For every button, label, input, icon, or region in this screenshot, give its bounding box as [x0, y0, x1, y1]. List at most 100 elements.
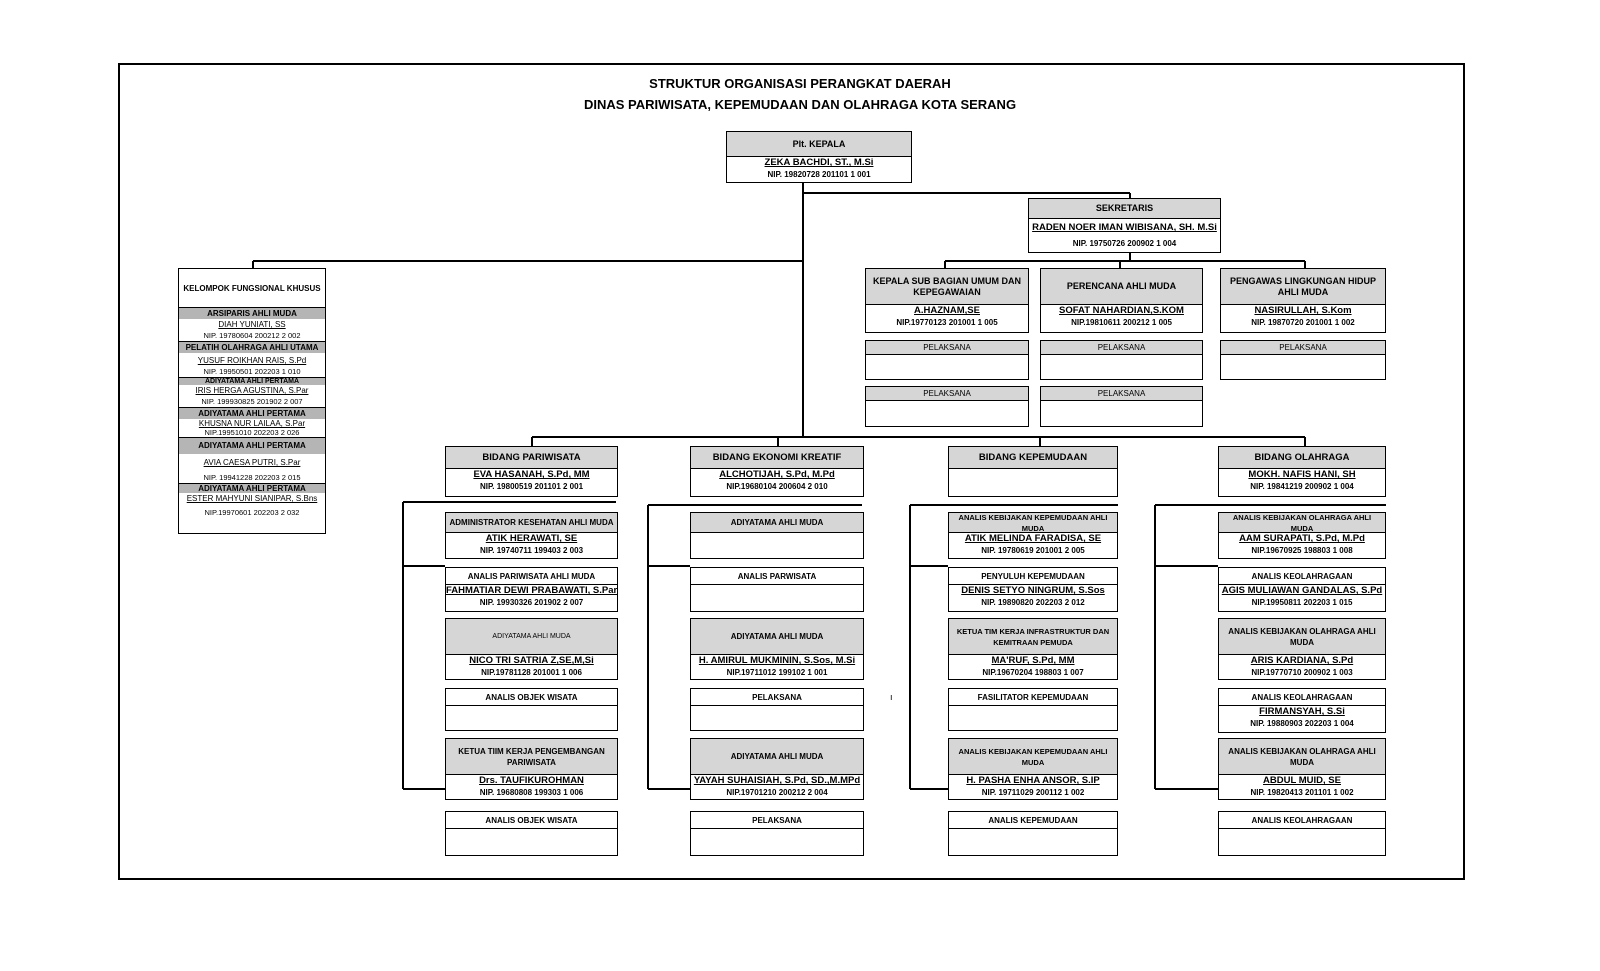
jabatan-title: ANALIS PARIWISATA AHLI MUDA	[446, 568, 617, 585]
pelaksana-label: PELAKSANA	[866, 341, 1028, 355]
fungsional-item-nip: NIP. 199930825 201902 2 007	[201, 397, 303, 406]
bidang-name: EVA HASANAH, S.Pd, MM	[473, 469, 590, 480]
jabatan-title: ANALIS KEBIJAKAN KEPEMUDAAN AHLI MUDA	[949, 513, 1117, 533]
fungsional-item-nip: NIP.19951010 202203 2 026	[204, 428, 300, 437]
jabatan-box: KETUA TIIM KERJA PENGEMBANGAN PARIWISATA…	[445, 738, 618, 800]
jabatan-name: H. AMIRUL MUKMININ, S.Sos, M.Si	[698, 655, 856, 666]
jabatan-title: ANALIS KEBIJAKAN KEPEMUDAAN AHLI MUDA	[949, 739, 1117, 775]
fungsional-item: PELATIH OLAHRAGA AHLI UTAMA YUSUF ROIKHA…	[179, 341, 325, 377]
jabatan-title: KETUA TIIM KERJA PENGEMBANGAN PARIWISATA	[446, 739, 617, 775]
jabatan-name: DENIS SETYO NINGRUM, S.Sos	[961, 585, 1105, 596]
fungsional-item-nip: NIP.19970601 202203 2 032	[204, 508, 300, 517]
jabatan-box: PELAKSANA	[690, 811, 864, 856]
jabatan-box: PENYULUH KEPEMUDAAN DENIS SETYO NINGRUM,…	[948, 567, 1118, 612]
jabatan-nip: NIP.19770710 200902 1 003	[1251, 668, 1353, 677]
jabatan-title: PENYULUH KEPEMUDAAN	[949, 568, 1117, 585]
bidang-title: BIDANG KEPEMUDAAN	[949, 447, 1117, 469]
jabatan-title: ANALIS KEBIJAKAN OLAHRAGA AHLI MUDA	[1219, 619, 1385, 655]
bidang-title: BIDANG EKONOMI KREATIF	[691, 447, 863, 469]
jabatan-name: ABDUL MUID, SE	[1263, 775, 1341, 786]
jabatan-name: FIRMANSYAH, S.Si	[1259, 706, 1345, 717]
perencana-box: PERENCANA AHLI MUDA SOFAT NAHARDIAN,S.KO…	[1040, 268, 1203, 333]
fungsional-item: ADIYATAMA AHLI PERTAMA KHUSNA NUR LAILAA…	[179, 407, 325, 437]
jabatan-title: ANALIS OBJEK WISATA	[446, 689, 617, 706]
fungsional-item-nip: NIP. 19950501 202203 1 010	[203, 367, 301, 376]
bidang-kepemudaan-box: BIDANG KEPEMUDAAN	[948, 446, 1118, 497]
perencana-nip: NIP.19810611 200212 1 005	[1071, 318, 1172, 327]
umum-title: KEPALA SUB BAGIAN UMUM DAN KEPEGAWAIAN	[866, 269, 1028, 305]
jabatan-title: ADIYATAMA AHLI MUDA	[691, 513, 863, 533]
fungsional-item-title: PELATIH OLAHRAGA AHLI UTAMA	[179, 342, 325, 353]
jabatan-box: ANALIS KEOLAHRAGAAN	[1218, 811, 1386, 856]
jabatan-name: ARIS KARDIANA, S.Pd	[1250, 655, 1354, 666]
jabatan-nip: NIP.19701210 200212 2 004	[726, 788, 828, 797]
perencana-pelaksana-1: PELAKSANA	[1040, 340, 1203, 380]
kepala-box: Plt. KEPALA ZEKA BACHDI, ST., M.Si NIP. …	[726, 131, 912, 183]
jabatan-title: ADIYATAMA AHLI MUDA	[446, 619, 617, 655]
jabatan-box: KETUA TIM KERJA INFRASTRUKTUR DAN KEMITR…	[948, 618, 1118, 680]
pelaksana-label: PELAKSANA	[866, 387, 1028, 401]
jabatan-title: PELAKSANA	[691, 689, 863, 706]
kepala-title: Plt. KEPALA	[727, 132, 911, 157]
jabatan-box: ADMINISTRATOR KESEHATAN AHLI MUDA ATIK H…	[445, 512, 618, 559]
umum-pelaksana-2: PELAKSANA	[865, 386, 1029, 427]
pengawas-box: PENGAWAS LINGKUNGAN HIDUP AHLI MUDA NASI…	[1220, 268, 1386, 333]
jabatan-box: ANALIS KEOLAHRAGAAN AGIS MULIAWAN GANDAL…	[1218, 567, 1386, 612]
jabatan-name: AGIS MULIAWAN GANDALAS, S.Pd	[1221, 585, 1383, 596]
jabatan-title: ANALIS KEBIJAKAN OLAHRAGA AHLI MUDA	[1219, 739, 1385, 775]
jabatan-nip: NIP. 19820413 201101 1 002	[1250, 788, 1354, 797]
fungsional-item-title: ARSIPARIS AHLI MUDA	[179, 308, 325, 319]
jabatan-box: ANALIS KEBIJAKAN OLAHRAGA AHLI MUDA ARIS…	[1218, 618, 1386, 680]
jabatan-title: ANALIS KEOLAHRAGAAN	[1219, 812, 1385, 829]
jabatan-nip: NIP. 19930326 201902 2 007	[479, 598, 584, 607]
bidang-name: MOKH. NAFIS HANI, SH	[1248, 469, 1356, 480]
fungsional-item-name: AVIA CAESA PUTRI, S.Par	[203, 458, 301, 467]
perencana-pelaksana-2: PELAKSANA	[1040, 386, 1203, 427]
fungsional-item-name: IRIS HERGA AGUSTINA, S.Par	[195, 386, 309, 395]
fungsional-box: KELOMPOK FUNGSIONAL KHUSUS ARSIPARIS AHL…	[178, 268, 326, 534]
jabatan-box: ADIYATAMA AHLI MUDA NICO TRI SATRIA Z,SE…	[445, 618, 618, 680]
jabatan-box: ADIYATAMA AHLI MUDA H. AMIRUL MUKMININ, …	[690, 618, 864, 680]
fungsional-item: ARSIPARIS AHLI MUDA DIAH YUNIATI, SS NIP…	[179, 307, 325, 341]
fungsional-item-title: ADIYATAMA AHLI PERTAMA	[179, 438, 325, 454]
jabatan-title: ADIYATAMA AHLI MUDA	[691, 739, 863, 775]
jabatan-name: FAHMATIAR DEWI PRABAWATI, S.Par	[446, 585, 618, 596]
jabatan-name: ATIK MELINDA FARADISA, SE	[964, 533, 1102, 544]
chart-frame	[118, 63, 1465, 880]
jabatan-nip: NIP. 19711029 200112 1 002	[981, 788, 1085, 797]
jabatan-name: Drs. TAUFIKUROHMAN	[479, 775, 584, 786]
jabatan-box: ANALIS KEOLAHRAGAAN FIRMANSYAH, S.Si NIP…	[1218, 688, 1386, 733]
jabatan-box: PELAKSANA	[690, 688, 864, 731]
perencana-name: SOFAT NAHARDIAN,S.KOM	[1059, 305, 1184, 316]
jabatan-title: PELAKSANA	[691, 812, 863, 829]
jabatan-nip: NIP. 19680808 199303 1 006	[479, 788, 584, 797]
fungsional-item-name: ESTER MAHYUNI SIANIPAR, S.Bns	[186, 494, 318, 503]
jabatan-nip: NIP.19670925 198803 1 008	[1251, 546, 1353, 555]
fungsional-item-title: ADIYATAMA AHLI PERTAMA	[179, 378, 325, 385]
fungsional-item-title: ADIYATAMA AHLI PERTAMA	[179, 484, 325, 493]
bidang-name: ALCHOTIJAH, S.Pd, M.Pd	[719, 469, 835, 480]
jabatan-nip: NIP. 19890820 202203 2 012	[981, 598, 1085, 607]
jabatan-title: ANALIS KEBIJAKAN OLAHRAGA AHLI MUDA	[1219, 513, 1385, 533]
jabatan-title: ANALIS KEPEMUDAAN	[949, 812, 1117, 829]
pengawas-title: PENGAWAS LINGKUNGAN HIDUP AHLI MUDA	[1221, 269, 1385, 305]
bidang-pariwisata-box: BIDANG PARIWISATA EVA HASANAH, S.Pd, MM …	[445, 446, 618, 497]
bidang-ekonomi-kreatif-box: BIDANG EKONOMI KREATIF ALCHOTIJAH, S.Pd,…	[690, 446, 864, 497]
jabatan-title: KETUA TIM KERJA INFRASTRUKTUR DAN KEMITR…	[949, 619, 1117, 655]
jabatan-name: NICO TRI SATRIA Z,SE,M,Si	[469, 655, 594, 666]
jabatan-title: ADIYATAMA AHLI MUDA	[691, 619, 863, 655]
sekretaris-nip: NIP. 19750726 200902 1 004	[1072, 239, 1177, 248]
jabatan-nip: NIP.19670204 198803 1 007	[982, 668, 1084, 677]
sekretaris-box: SEKRETARIS RADEN NOER IMAN WIBISANA, SH.…	[1028, 198, 1221, 253]
jabatan-nip: NIP. 19780619 201001 2 005	[981, 546, 1085, 555]
sekretaris-name: RADEN NOER IMAN WIBISANA, SH. M.Si	[1032, 222, 1217, 233]
sekretaris-title: SEKRETARIS	[1029, 199, 1220, 219]
jabatan-nip: NIP.19711012 199102 1 001	[726, 668, 828, 677]
jabatan-nip: NIP. 19880903 202203 1 004	[1250, 719, 1354, 728]
jabatan-name: ATIK HERAWATI, SE	[485, 533, 578, 544]
jabatan-box: FASILITATOR KEPEMUDAAN	[948, 688, 1118, 731]
jabatan-title: ADMINISTRATOR KESEHATAN AHLI MUDA	[446, 513, 617, 533]
jabatan-title: ANALIS KEOLAHRAGAAN	[1219, 689, 1385, 706]
bidang-name	[949, 469, 1117, 481]
